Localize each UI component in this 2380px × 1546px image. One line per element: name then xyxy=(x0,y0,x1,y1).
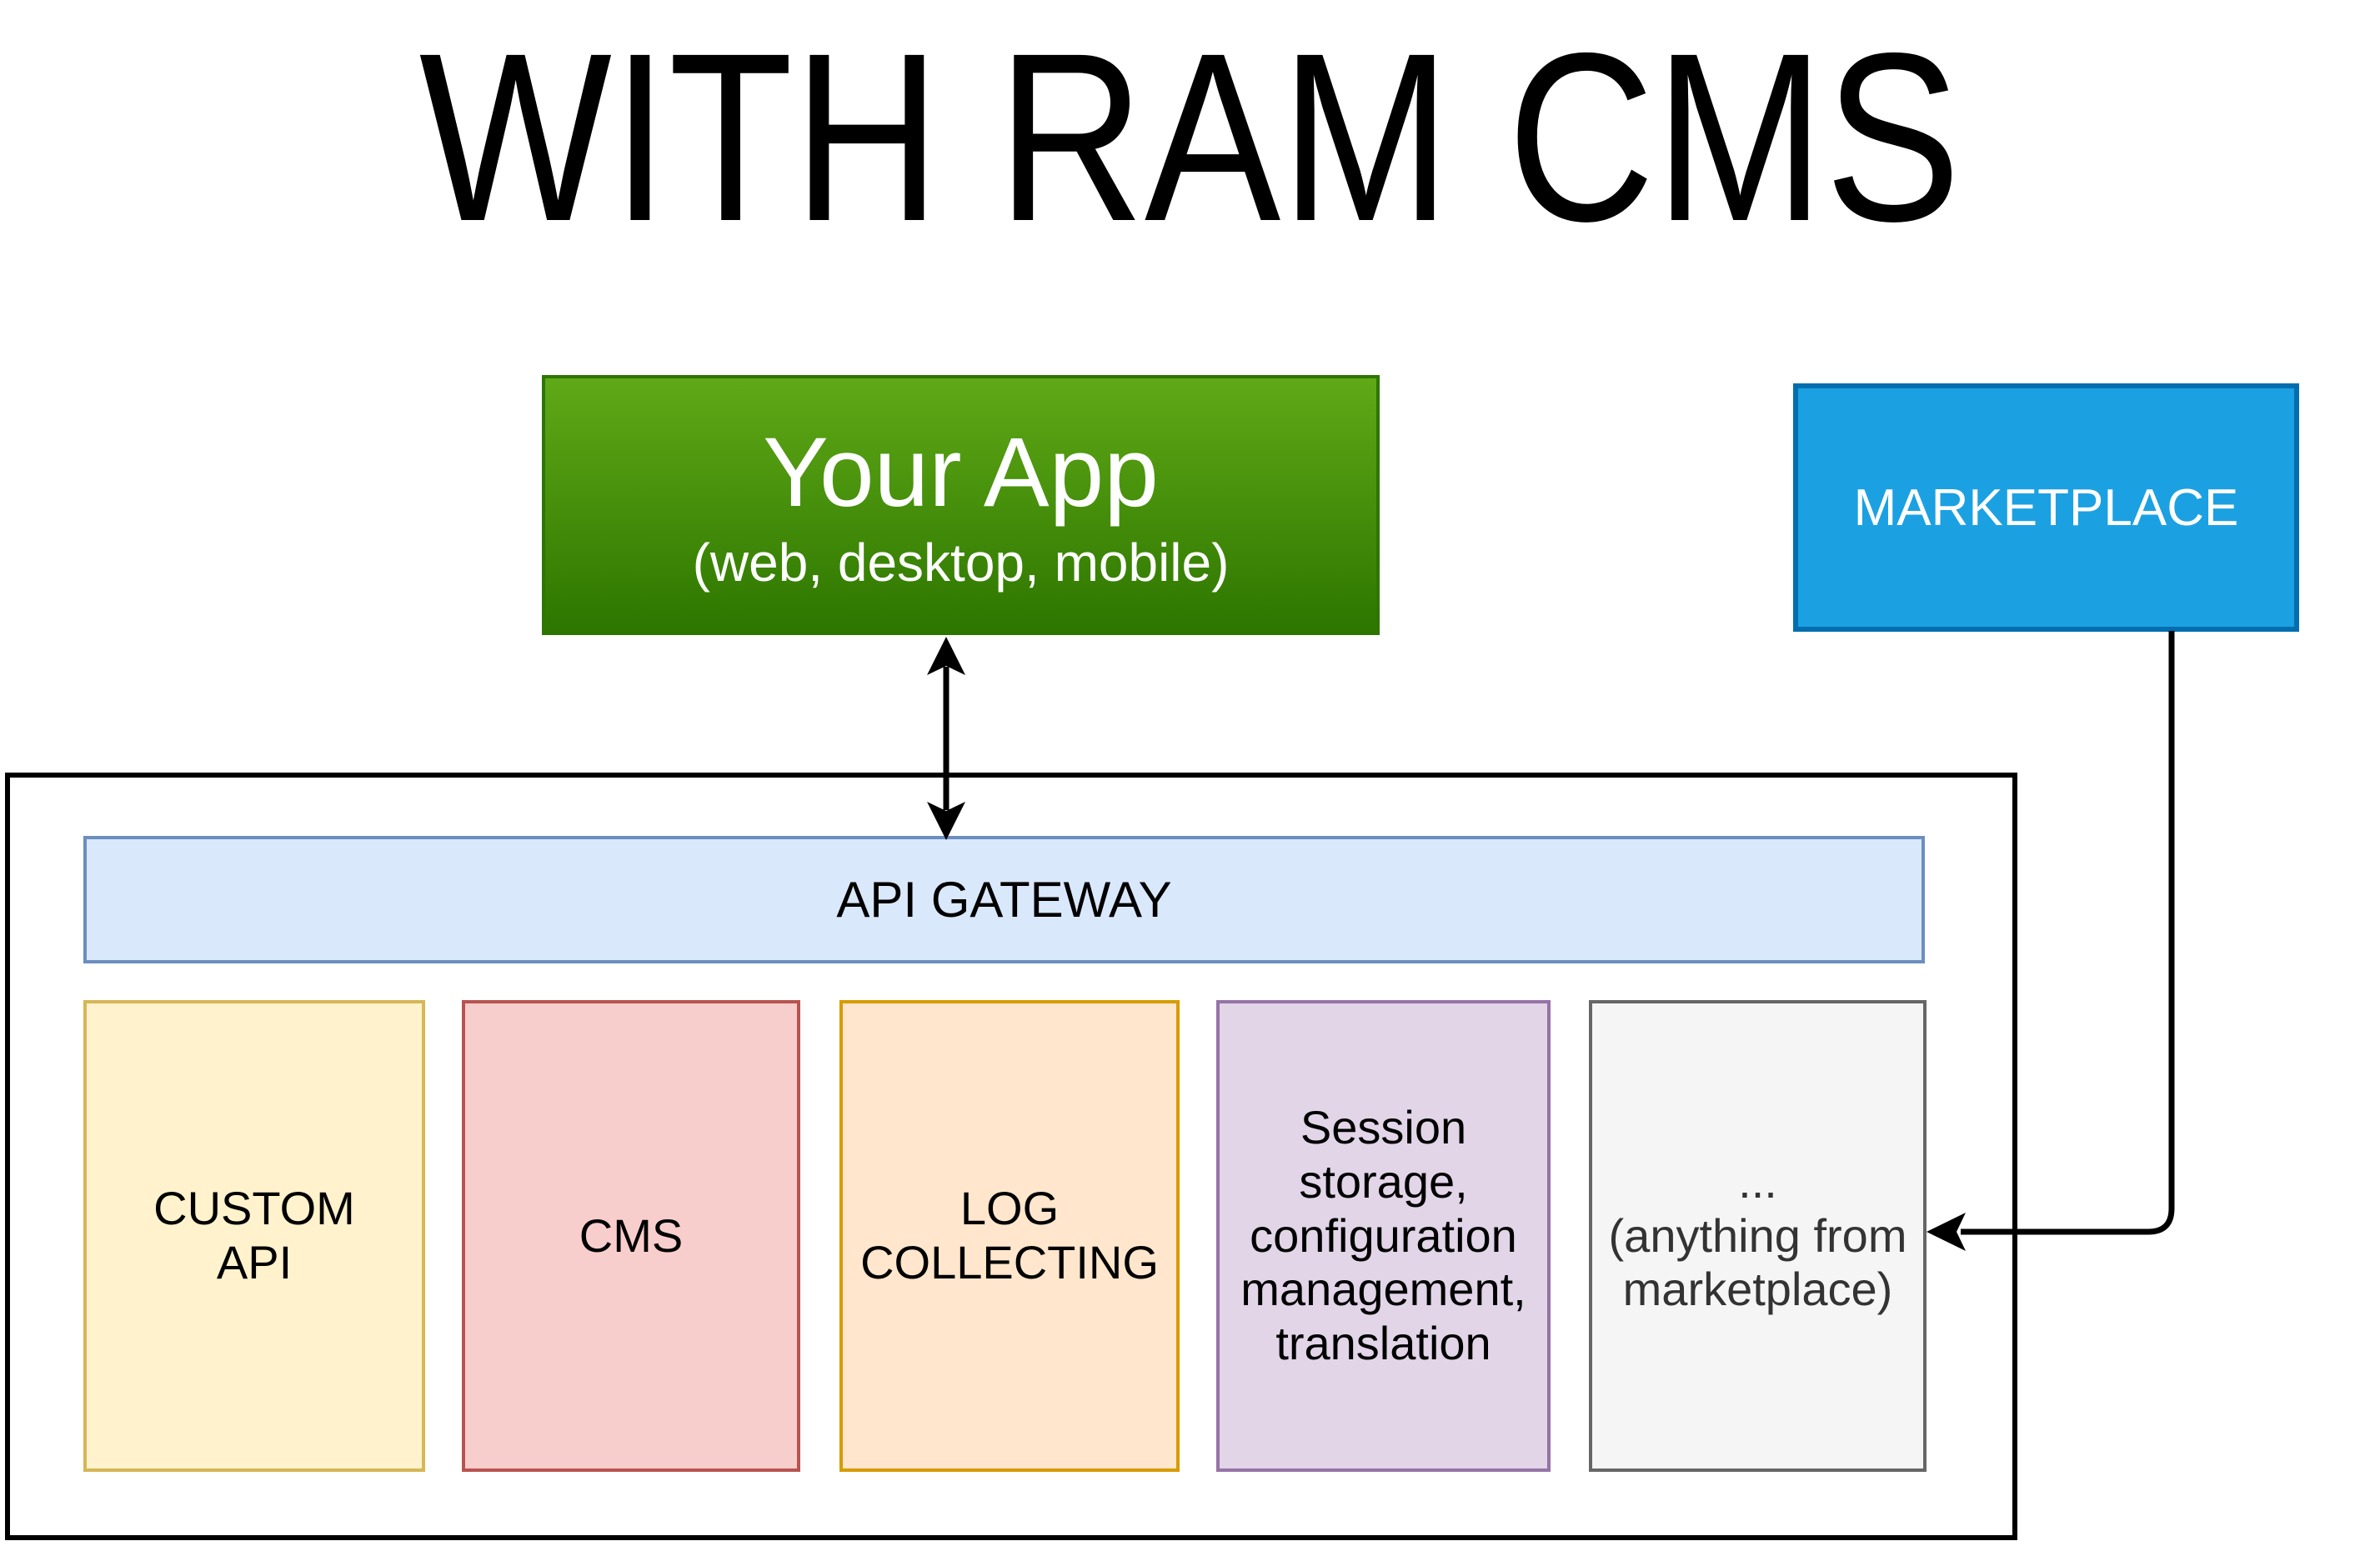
marketplace-label: MARKETPLACE xyxy=(1853,478,2239,537)
service-box-log-collecting: LOG COLLECTING xyxy=(839,1000,1180,1472)
service-box-cms: CMS xyxy=(462,1000,800,1472)
api-gateway-label: API GATEWAY xyxy=(836,872,1172,928)
service-box-session-storage: Session storage, configuration managemen… xyxy=(1216,1000,1551,1472)
api-gateway-bar: API GATEWAY xyxy=(83,836,1925,963)
marketplace-box: MARKETPLACE xyxy=(1793,383,2299,632)
your-app-label: Your App xyxy=(763,417,1159,528)
service-box-custom-api: CUSTOM API xyxy=(83,1000,425,1472)
your-app-sublabel: (web, desktop, mobile) xyxy=(692,533,1230,593)
platform-container: API GATEWAY CUSTOM API CMS LOG COLLECTIN… xyxy=(5,773,2017,1540)
service-box-marketplace-slot: ... (anything from marketplace) xyxy=(1589,1000,1927,1472)
page-title: WITH RAM CMS xyxy=(418,3,1962,272)
your-app-box: Your App (web, desktop, mobile) xyxy=(542,375,1380,635)
